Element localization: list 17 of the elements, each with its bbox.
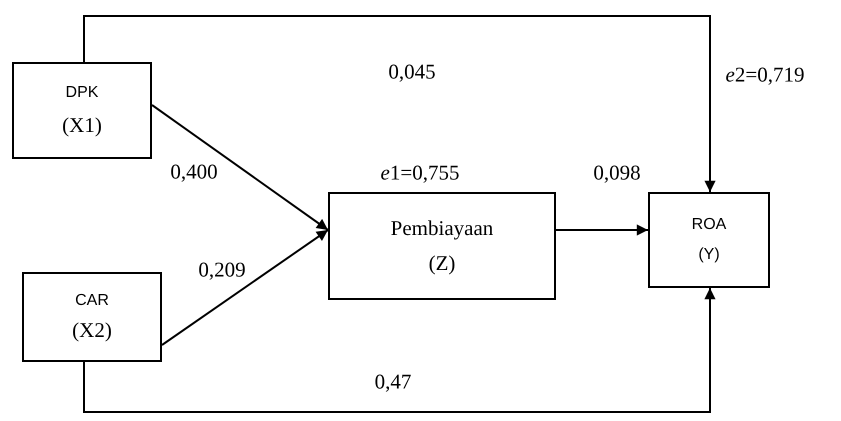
arrow (83, 15, 716, 192)
variable-label: Pembiayaan (390, 216, 494, 240)
variable-box (648, 192, 770, 288)
variable-label: (X2) (72, 319, 112, 342)
variable-box (328, 192, 556, 300)
variable-box (22, 272, 162, 362)
variable-box (12, 62, 152, 159)
arrow (151, 104, 329, 231)
arrow (83, 288, 716, 413)
variable-label: DPK (66, 84, 98, 102)
variable-label: (X1) (62, 114, 102, 137)
variable-label: (Z) (428, 252, 456, 276)
variable-label: CAR (75, 292, 109, 310)
arrow (556, 224, 648, 236)
arrow (161, 229, 329, 346)
variable-label: (Y) (698, 246, 720, 264)
variable-label: ROA (692, 216, 726, 234)
